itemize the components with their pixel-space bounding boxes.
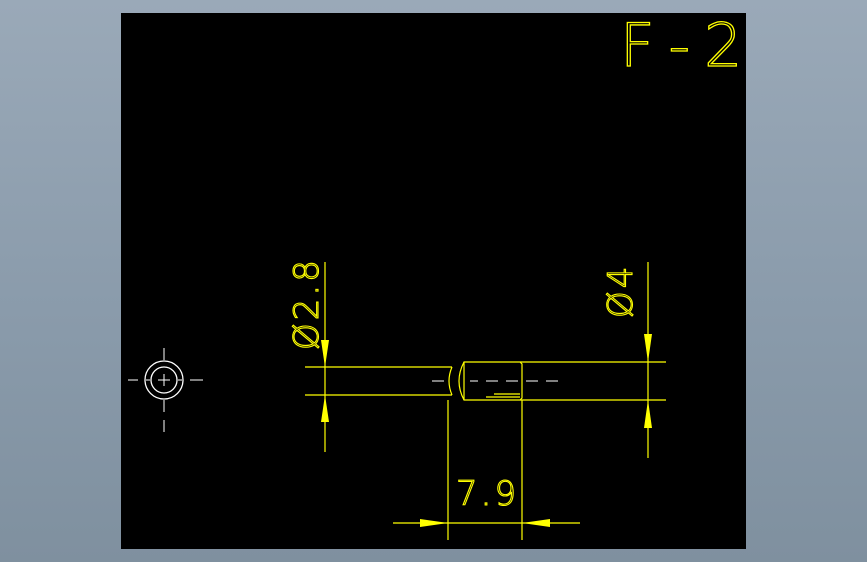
cad-drawing-canvas[interactable] <box>121 13 746 549</box>
dimension-d-large: Ø4 <box>600 262 652 458</box>
side-view <box>305 361 666 401</box>
outer-circle <box>144 360 184 400</box>
length-label: 7.9 <box>456 474 519 514</box>
dimension-length: 7.9 <box>393 400 580 540</box>
pin-head <box>458 361 523 401</box>
arrow-down <box>321 340 329 367</box>
inner-circle <box>150 366 178 394</box>
arrow-down <box>644 334 652 362</box>
end-view-centerlines <box>128 348 203 432</box>
shaft-tip <box>448 366 453 396</box>
end-view <box>128 348 203 432</box>
drawing-title: F-2 <box>620 11 756 81</box>
arrow-right <box>420 519 448 527</box>
diameter-small-label: Ø2.8 <box>287 257 327 350</box>
diameter-large-label: Ø4 <box>601 264 641 318</box>
dimension-d-small: Ø2.8 <box>286 257 329 452</box>
arrow-up <box>644 400 652 428</box>
arrow-left <box>522 519 550 527</box>
arrow-up <box>321 395 329 422</box>
